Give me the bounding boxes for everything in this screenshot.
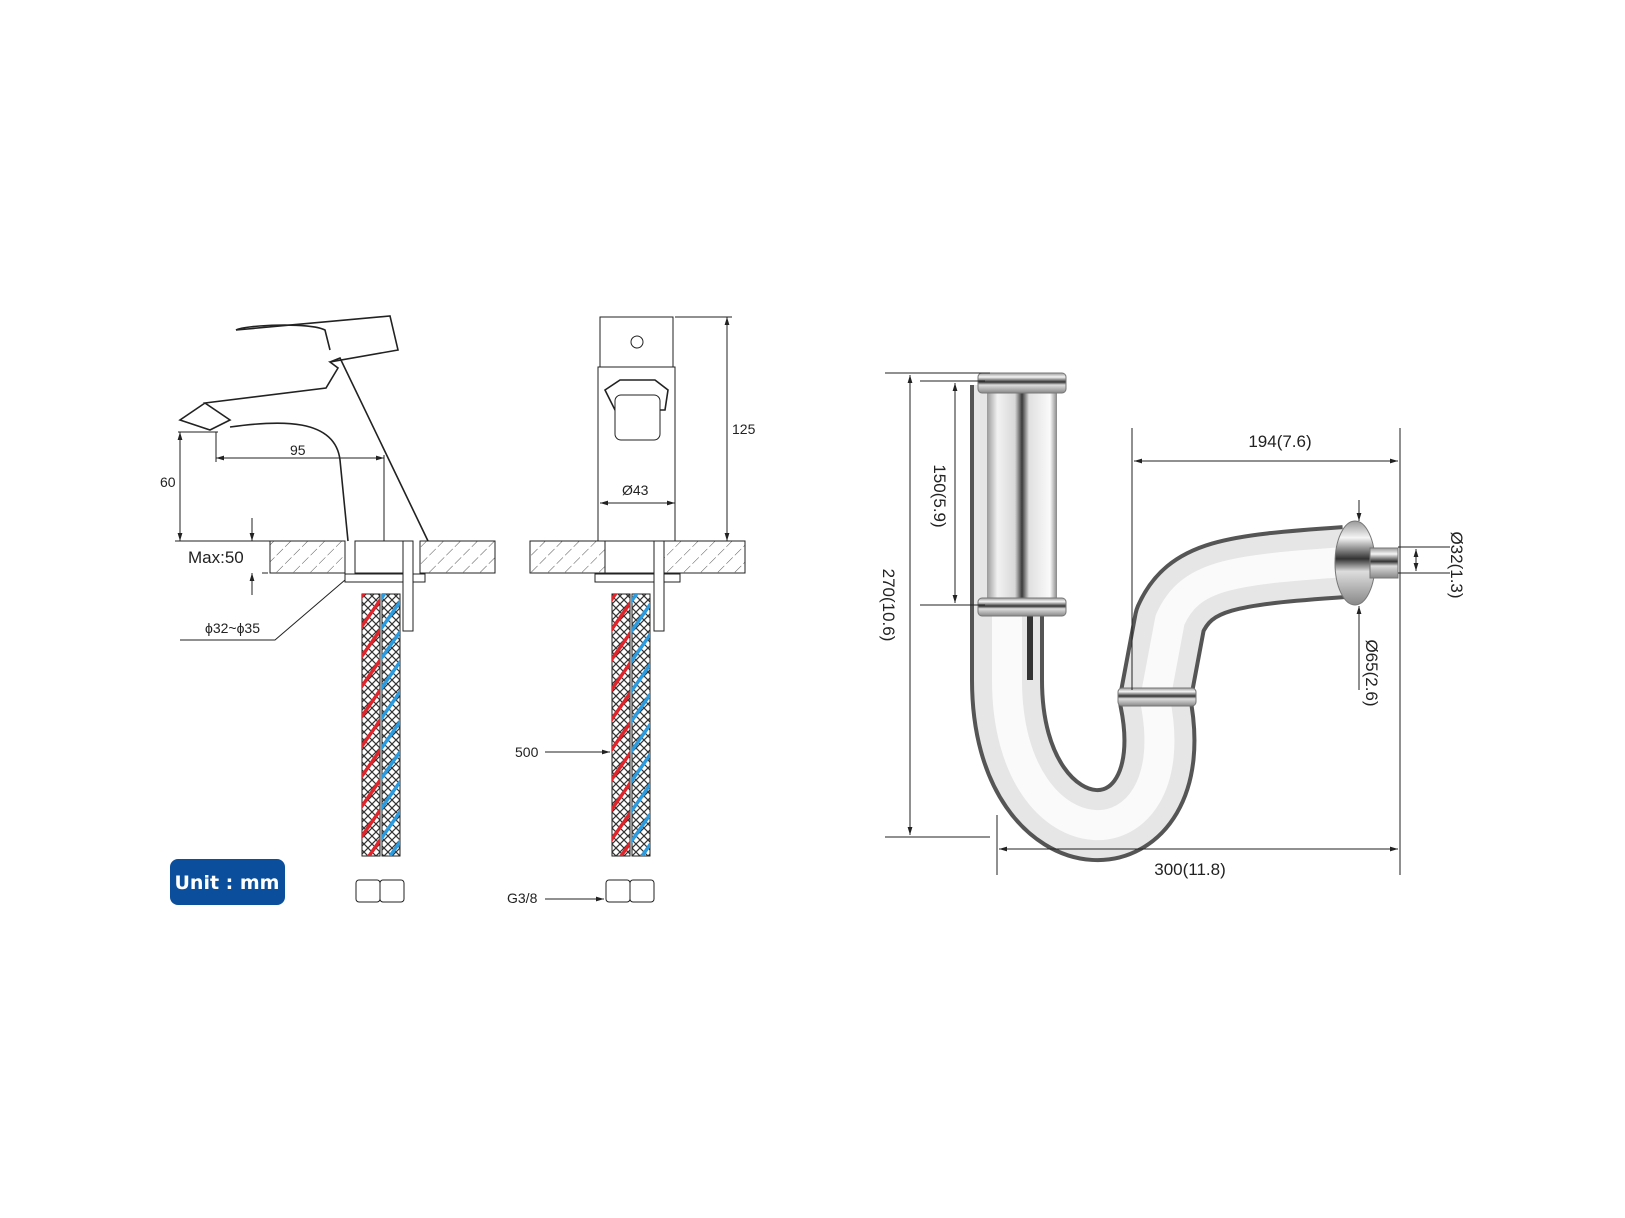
top-nut — [977, 372, 1067, 394]
hose-nut — [379, 879, 405, 903]
hose-length-label: 500 — [515, 744, 539, 760]
mounting-plate — [344, 573, 426, 583]
height-label: 125 — [732, 421, 756, 437]
hose-nut — [355, 879, 381, 903]
faucet-side-view: 60 95 Max:50 ϕ32~ϕ35 — [160, 315, 496, 903]
outlet-stub — [1369, 547, 1399, 579]
lower-nut — [1117, 687, 1197, 707]
faucet-body-outline — [178, 315, 429, 542]
svg-text:Unit : mm: Unit : mm — [175, 872, 280, 894]
spout-reach-label: 95 — [290, 442, 306, 458]
hole-diameter-label: ϕ32~ϕ35 — [205, 620, 260, 636]
max-thickness-label: Max:50 — [188, 548, 244, 567]
connector-label: G3/8 — [507, 890, 538, 906]
faucet-body — [597, 366, 676, 542]
aerator — [614, 394, 661, 441]
countertop-left — [269, 540, 346, 574]
wall-flange — [1334, 520, 1376, 606]
trap-upper-tube — [987, 385, 1057, 600]
upper-tube-label: 150(5.9) — [930, 464, 949, 527]
cold-water-hose — [631, 593, 651, 857]
middle-nut — [977, 597, 1067, 617]
countertop-right — [419, 540, 496, 574]
flange-diameter-label: Ø65(2.6) — [1362, 639, 1381, 706]
total-height-label: 270(10.6) — [879, 569, 898, 642]
outlet-diameter-label: Ø32(1.3) — [1447, 531, 1466, 598]
cold-water-hose — [381, 593, 401, 857]
indicator-hole — [630, 335, 644, 349]
spout-height-label: 60 — [160, 474, 176, 490]
faucet-front-view: Ø43 125 500 G3/8 — [507, 316, 756, 906]
mounting-stud — [402, 540, 414, 632]
body-diameter-label: Ø43 — [622, 482, 649, 498]
mounting-shank — [354, 540, 406, 574]
faucet-lever — [235, 324, 331, 351]
total-width-label: 300(11.8) — [1154, 860, 1226, 879]
p-trap-drawing: 270(10.6) 150(5.9) 194(7.6) 300(11.8) Ø3… — [879, 372, 1466, 879]
unit-badge: Unit : mm — [170, 859, 285, 905]
hot-water-hose — [361, 593, 381, 857]
outlet-depth-label: 194(7.6) — [1248, 432, 1311, 451]
hot-water-hose — [611, 593, 631, 857]
